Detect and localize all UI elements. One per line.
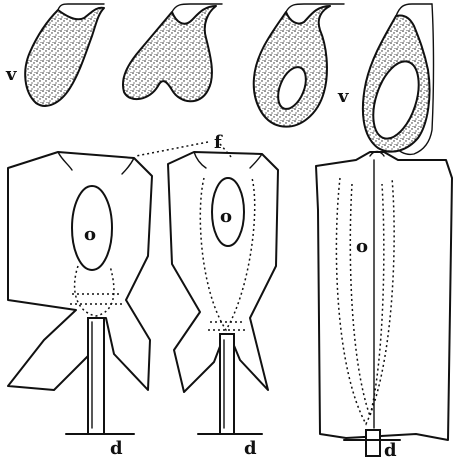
label-d-left: d <box>110 438 123 459</box>
label-v-top: v <box>5 64 17 85</box>
label-d-middle: d <box>244 438 257 459</box>
label-o-middle: o <box>220 206 232 227</box>
specimen-middle: o d <box>168 152 278 459</box>
label-d-right: d <box>384 440 397 461</box>
label-f: f <box>214 132 223 153</box>
label-o-left: o <box>84 224 96 245</box>
stage-2-hook <box>123 4 222 101</box>
stage-3-ring <box>254 4 344 127</box>
specimen-right: o d <box>316 152 452 462</box>
specimen-left: o d <box>8 152 152 459</box>
f-pointer: f <box>136 132 232 158</box>
label-v-right: v <box>337 86 349 107</box>
label-o-right: o <box>356 236 368 257</box>
stage-1-outpocketing <box>25 4 104 106</box>
stage-4-vesicle <box>363 4 434 154</box>
